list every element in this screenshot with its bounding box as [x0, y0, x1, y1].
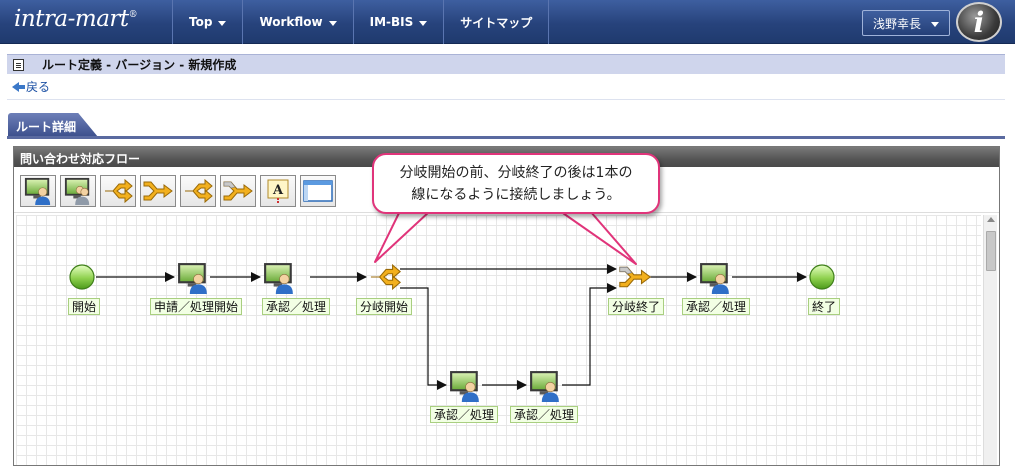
back-link[interactable]: 戻る: [26, 80, 51, 94]
tab-underline: [7, 136, 1005, 139]
avatar[interactable]: i: [956, 2, 1002, 42]
branch-end-node-icon[interactable]: [618, 264, 652, 290]
user-node-icon: [24, 177, 52, 205]
nav-workflow[interactable]: Workflow: [243, 0, 354, 44]
scroll-thumb[interactable]: [986, 231, 996, 271]
node-label-approve-4[interactable]: 承認／処理: [510, 406, 579, 423]
end-node-icon[interactable]: [808, 263, 836, 291]
avatar-letter: i: [973, 5, 985, 39]
user-menu-button[interactable]: 浅野幸長: [862, 10, 950, 36]
tab-route-detail-label: ルート詳細: [16, 120, 77, 134]
nav-im-bis[interactable]: IM-BIS: [354, 0, 445, 44]
text-label-tool-button[interactable]: A: [260, 175, 296, 207]
branch-start-gray-icon: [183, 179, 213, 203]
node-label-approve-3[interactable]: 承認／処理: [430, 406, 499, 423]
connector-branch-lower-path: [400, 287, 447, 390]
window-tool-button[interactable]: [300, 175, 336, 207]
node-label-branch-end[interactable]: 分岐終了: [608, 298, 665, 315]
page-title: ルート定義 - バージョン - 新規作成: [42, 58, 237, 72]
back-bar: 戻る: [7, 74, 1005, 100]
canvas-scrollbar[interactable]: [983, 215, 997, 465]
start-node-icon[interactable]: [68, 263, 96, 291]
multi-user-node-tool-button[interactable]: [60, 175, 96, 207]
node-label-end[interactable]: 終了: [808, 298, 841, 315]
apply-user-node-icon[interactable]: [176, 262, 210, 294]
main-nav: Top Workflow IM-BIS サイトマップ: [172, 0, 550, 44]
branch-end-gray-icon: [223, 179, 253, 203]
node-label-approve-1[interactable]: 承認／処理: [262, 298, 331, 315]
top-header: intra-mart® Top Workflow IM-BIS サイトマップ 浅…: [0, 0, 1015, 44]
flow-connectors: [96, 264, 807, 390]
hint-callout: 分岐開始の前、分岐終了の後は1本の 線になるように接続しましょう。: [372, 153, 660, 214]
text-label-glyph: A: [272, 183, 284, 198]
chevron-down-icon: [931, 21, 940, 27]
branch-start-tool-button[interactable]: [100, 175, 136, 207]
branch-start-icon: [103, 179, 133, 203]
chevron-down-icon: [218, 20, 227, 26]
text-label-icon: A: [267, 179, 289, 203]
approve-user-node-icon[interactable]: [528, 370, 562, 402]
nav-top-label: Top: [189, 15, 213, 29]
chevron-down-icon: [328, 20, 337, 26]
branch-end-icon: [143, 179, 173, 203]
scroll-up-arrow-icon[interactable]: [987, 217, 995, 222]
connector-lower-to-merge: [562, 283, 617, 386]
branch-start-alt-tool-button[interactable]: [180, 175, 216, 207]
callout-line-1: 分岐開始の前、分岐終了の後は1本の: [399, 165, 633, 181]
node-label-branch-start[interactable]: 分岐開始: [356, 298, 413, 315]
node-label-apply[interactable]: 申請／処理開始: [150, 298, 243, 315]
branch-end-alt-tool-button[interactable]: [220, 175, 256, 207]
chevron-down-icon: [419, 20, 428, 26]
nav-sitemap[interactable]: サイトマップ: [444, 0, 550, 44]
tab-route-detail[interactable]: ルート詳細: [8, 113, 98, 137]
approve-user-node-icon[interactable]: [262, 262, 296, 294]
nav-sitemap-label: サイトマップ: [460, 15, 533, 30]
logo-text: intra-mart: [14, 6, 129, 32]
node-label-start[interactable]: 開始: [68, 298, 101, 315]
back-arrow-shaft: [19, 84, 25, 89]
flow-canvas[interactable]: 開始 申請／処理開始 承認／処理 分岐開始 分岐終了 承認／処理 終了 承認／処…: [16, 215, 981, 465]
node-label-approve-2[interactable]: 承認／処理: [682, 298, 751, 315]
multi-user-node-icon: [64, 177, 92, 205]
document-icon: [13, 58, 24, 71]
page-title-bar: ルート定義 - バージョン - 新規作成: [7, 54, 1005, 74]
branch-start-node-icon[interactable]: [368, 264, 402, 290]
user-name: 浅野幸長: [873, 16, 922, 31]
user-node-tool-button[interactable]: [20, 175, 56, 207]
back-arrow-icon: [12, 81, 19, 92]
registered-mark: ®: [128, 10, 138, 20]
branch-end-tool-button[interactable]: [140, 175, 176, 207]
nav-top[interactable]: Top: [173, 0, 244, 44]
approve-user-node-icon[interactable]: [448, 370, 482, 402]
nav-im-bis-label: IM-BIS: [369, 15, 414, 29]
window-icon: [303, 180, 333, 202]
callout-line-2: 線になるように接続しましょう。: [411, 187, 621, 203]
approve-user-node-icon[interactable]: [698, 262, 732, 294]
nav-workflow-label: Workflow: [259, 15, 323, 29]
intra-mart-logo[interactable]: intra-mart®: [14, 6, 164, 38]
